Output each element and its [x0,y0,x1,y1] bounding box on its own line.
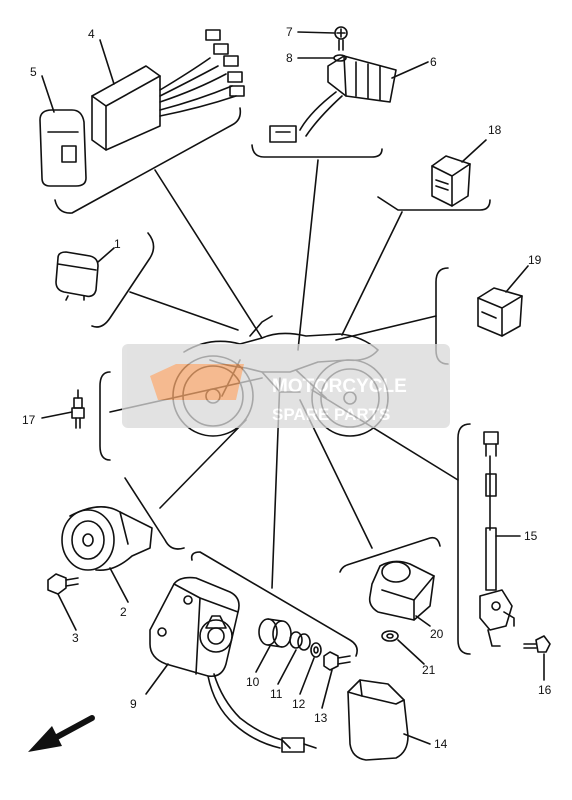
callout-leader [41,75,55,113]
callout-leader [397,639,425,665]
callout-leader [461,139,487,163]
part-2-horn [61,506,153,572]
leader-line [154,169,263,339]
part-12-washer [310,642,322,658]
callout-8: 8 [286,51,293,65]
callout-19: 19 [528,253,542,267]
part-9-main-switch [149,576,317,753]
bracket-top-left [54,107,242,214]
callout-leader [277,649,297,685]
callout-17: 17 [22,413,36,427]
bracket-right-15 [457,423,471,655]
callout-18: 18 [488,123,502,137]
part-19-relay [477,287,523,337]
callout-16: 16 [538,683,552,697]
callout-10: 10 [246,675,260,689]
callout-2: 2 [120,605,127,619]
callout-leader [109,567,129,603]
part-4-cdi-unit [91,29,245,151]
callout-leader [403,733,431,745]
bracket-relay-20 [339,536,441,573]
bracket-switch [190,551,358,657]
callout-12: 12 [292,697,306,711]
front-direction-arrow [28,715,95,752]
bracket-horn [124,477,185,550]
leader-line [159,419,247,509]
bracket-left-17 [99,371,111,461]
callout-15: 15 [524,529,538,543]
bracket-top-center [251,144,383,158]
callout-leader [299,657,315,695]
watermark: MOTORCYCLE SPARE PARTS [122,344,450,428]
part-7-screw [334,26,348,51]
watermark-logo [150,364,244,400]
leader-line [341,211,403,336]
callout-leader [41,411,73,419]
callout-leader [415,615,431,627]
part-14-cover [347,679,409,761]
callout-21: 21 [422,663,436,677]
part-1-flasher [55,251,99,301]
callout-20: 20 [430,627,444,641]
callout-leader [57,593,77,631]
callout-14: 14 [434,737,448,751]
part-18-relay [431,155,471,207]
part-13-bolt [323,651,351,671]
part-16-bolt [523,635,551,653]
callout-9: 9 [130,697,137,711]
part-21-damper [381,630,399,642]
callout-leader [297,31,335,34]
callout-13: 13 [314,711,328,725]
part-11-collar [289,631,311,651]
callout-leader [145,663,169,695]
bracket-right-upper [377,196,491,211]
callout-5: 5 [30,65,37,79]
leader-line [129,291,239,331]
leader-line [297,159,319,351]
callout-11: 11 [270,687,283,701]
watermark-line-1: MOTORCYCLE [272,376,407,397]
part-6-regulator [269,55,397,143]
callout-leader [321,669,333,709]
part-3-bolt [47,573,79,595]
part-17-neutral-switch [71,389,85,429]
watermark-line-2: SPARE PARTS [272,405,390,424]
part-15-sensor [479,431,515,647]
part-20-relay [368,560,435,621]
callout-leader [505,265,529,293]
callout-leader [391,61,429,79]
callout-leader [97,247,115,263]
callout-3: 3 [72,631,79,645]
part-5-cover [39,109,87,187]
part-10-grommet [258,618,292,648]
bracket-left-1 [91,232,155,328]
callout-7: 7 [286,25,293,39]
callout-leader [255,645,271,673]
callout-6: 6 [430,55,437,69]
callout-1: 1 [114,237,121,251]
callout-4: 4 [88,27,95,41]
callout-leader [99,39,115,85]
